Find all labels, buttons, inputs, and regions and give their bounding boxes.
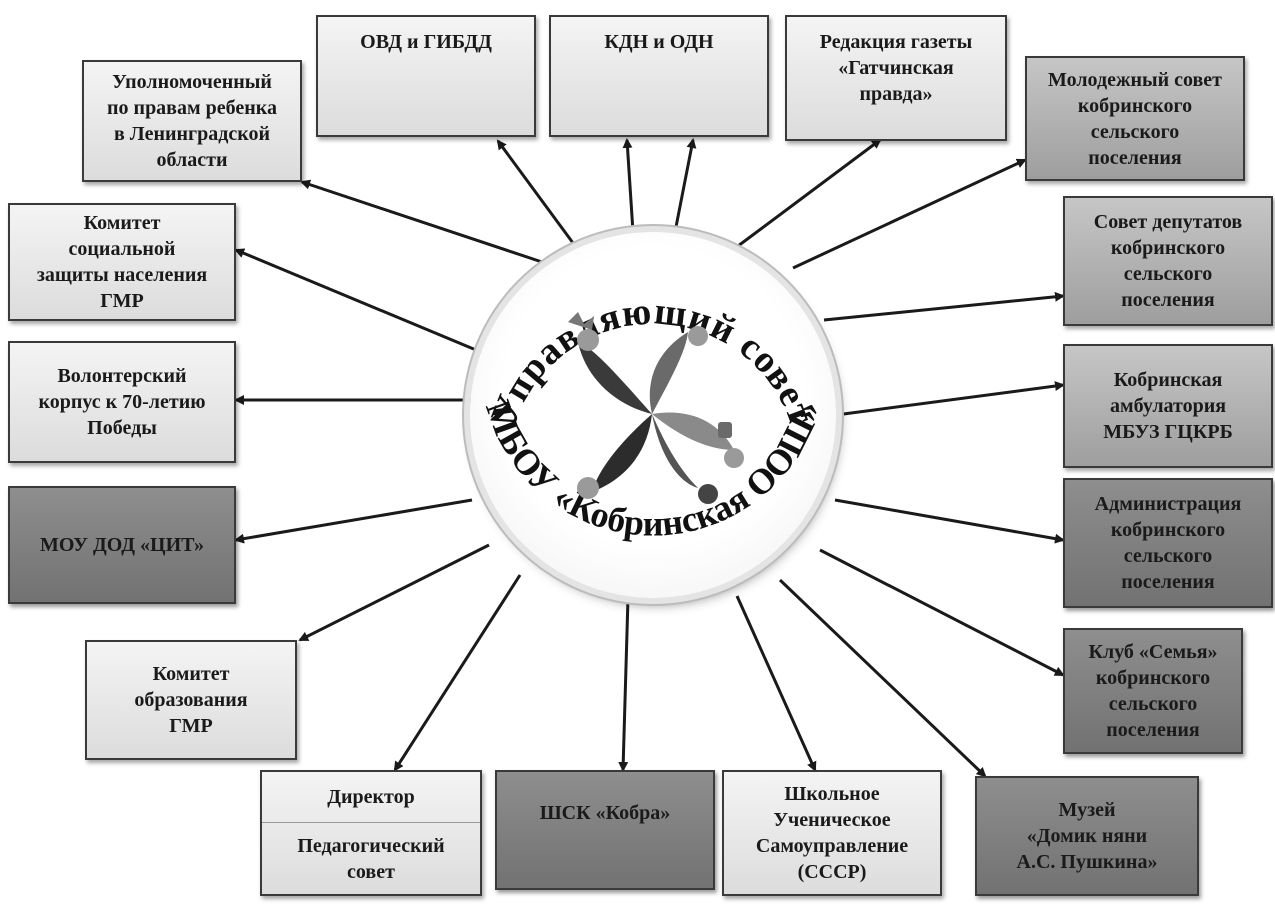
node-label-line: ГМР — [169, 715, 213, 737]
connector-arrow — [298, 543, 490, 642]
node-label-line: Клуб «Семья» — [1088, 641, 1218, 663]
connector-arrow — [234, 498, 473, 544]
connector-arrow — [496, 139, 575, 244]
node-label-line: Администрация — [1094, 493, 1242, 515]
node-label-line: сельского — [1123, 263, 1213, 285]
node-label-line: МОУ ДОД «ЦИТ» — [39, 534, 204, 556]
node-label-line: (СССР) — [797, 861, 867, 883]
node-label-line: амбулатория — [1109, 395, 1227, 417]
node-label-line: образования — [134, 689, 248, 711]
connector-arrow — [834, 498, 1065, 544]
node-label-line: Совет депутатов — [1093, 211, 1243, 233]
director-label: Директор — [327, 786, 415, 808]
node-label-line: Волонтерский — [57, 365, 187, 387]
node-label-line: поселения — [1088, 146, 1182, 169]
node-label-line: в Ленинградской — [114, 123, 270, 145]
node-administration: Администрация кобринского сельского поселен… — [1063, 478, 1273, 608]
connector-arrow — [778, 578, 987, 778]
connector-arrow — [300, 179, 543, 264]
node-label-line: поселения — [1106, 719, 1200, 741]
node-label-line: «Домик няни — [1026, 825, 1148, 847]
connector-arrow — [823, 291, 1065, 322]
node-family-club: Клуб «Семья» кобринского сельского поселени… — [1063, 628, 1243, 754]
node-label-line: социальной — [68, 238, 176, 260]
connector-arrow — [735, 595, 817, 772]
node-ovd: ОВД и ГИБДД — [316, 15, 536, 137]
node-label-line: сельского — [1123, 545, 1213, 567]
node-label-line: ОВД и ГИБДД — [360, 31, 492, 53]
node-label-line: Педагогический — [297, 834, 445, 857]
node-cit: МОУ ДОД «ЦИТ» — [8, 486, 236, 604]
pedagogical-council-label: Педагогический совет — [262, 823, 480, 894]
center-circle — [470, 232, 836, 598]
connector-arrow — [234, 248, 489, 357]
node-label-line: Редакция газеты — [819, 31, 973, 53]
node-label-line: Самоуправление — [755, 835, 909, 857]
node-label-line: кобринского — [1077, 94, 1193, 117]
node-label-line: Комитет — [83, 212, 161, 234]
node-label-line: совет — [347, 860, 395, 883]
node-label-line: Ученическое — [773, 809, 891, 831]
node-label-line: сельского — [1108, 693, 1198, 715]
node-label-line: Уполномоченный — [112, 71, 272, 93]
node-label-line: ШСК «Кобра» — [539, 802, 671, 824]
node-deputies-council: Совет депутатов кобринского сельского посел… — [1063, 196, 1273, 326]
node-label-line: кобринского — [1110, 237, 1226, 259]
connector-arrow — [618, 597, 630, 772]
node-label-line: Школьное — [784, 783, 880, 805]
node-label-line: Молодежный совет — [1047, 68, 1223, 91]
node-label-line: сельского — [1090, 120, 1180, 143]
connector-arrow — [737, 138, 882, 248]
connector-arrow — [835, 381, 1065, 417]
node-label-line: Комитет — [152, 663, 230, 685]
node-label-line: защиты населения — [36, 264, 208, 286]
node-label-line: кобринского — [1095, 667, 1211, 689]
node-label-line: правда» — [859, 83, 933, 105]
node-label-line: области — [156, 149, 228, 171]
node-newspaper: Редакция газеты «Гатчинская правда» — [785, 15, 1007, 141]
school-emblem-logo — [568, 312, 744, 504]
node-sport-club: ШСК «Кобра» — [495, 770, 715, 890]
node-kdn: КДН и ОДН — [549, 15, 769, 137]
node-label-line: МБУЗ ГЦКРБ — [1103, 421, 1233, 443]
node-label-line: Кобринская — [1113, 369, 1223, 391]
connector-arrow — [673, 138, 697, 233]
connector-arrow — [792, 158, 1027, 270]
connector-arrow — [622, 138, 635, 233]
node-label-line: А.С. Пушкина» — [1016, 851, 1158, 873]
node-label-line: «Гатчинская — [838, 57, 954, 79]
node-ombudsman: Уполномоченный по правам ребенка в Ленингр… — [82, 60, 302, 182]
node-label-line: КДН и ОДН — [604, 31, 714, 53]
node-label-line: по правам ребенка — [107, 97, 277, 119]
node-label-line: кобринского — [1110, 519, 1226, 541]
node-label-line: поселения — [1121, 289, 1215, 311]
node-director: Директор Педагогический совет — [260, 770, 482, 896]
connector-arrow — [819, 548, 1065, 677]
node-label-line: корпус к 70-летию — [38, 391, 206, 413]
connector-arrow — [393, 574, 522, 772]
node-youth-council: Молодежный совет кобринского сельского посе… — [1025, 56, 1245, 181]
node-label-line: ГМР — [100, 290, 144, 312]
node-label-line: Победы — [87, 417, 157, 439]
node-label-line: поселения — [1121, 571, 1215, 593]
node-label-line: Музей — [1058, 799, 1116, 821]
